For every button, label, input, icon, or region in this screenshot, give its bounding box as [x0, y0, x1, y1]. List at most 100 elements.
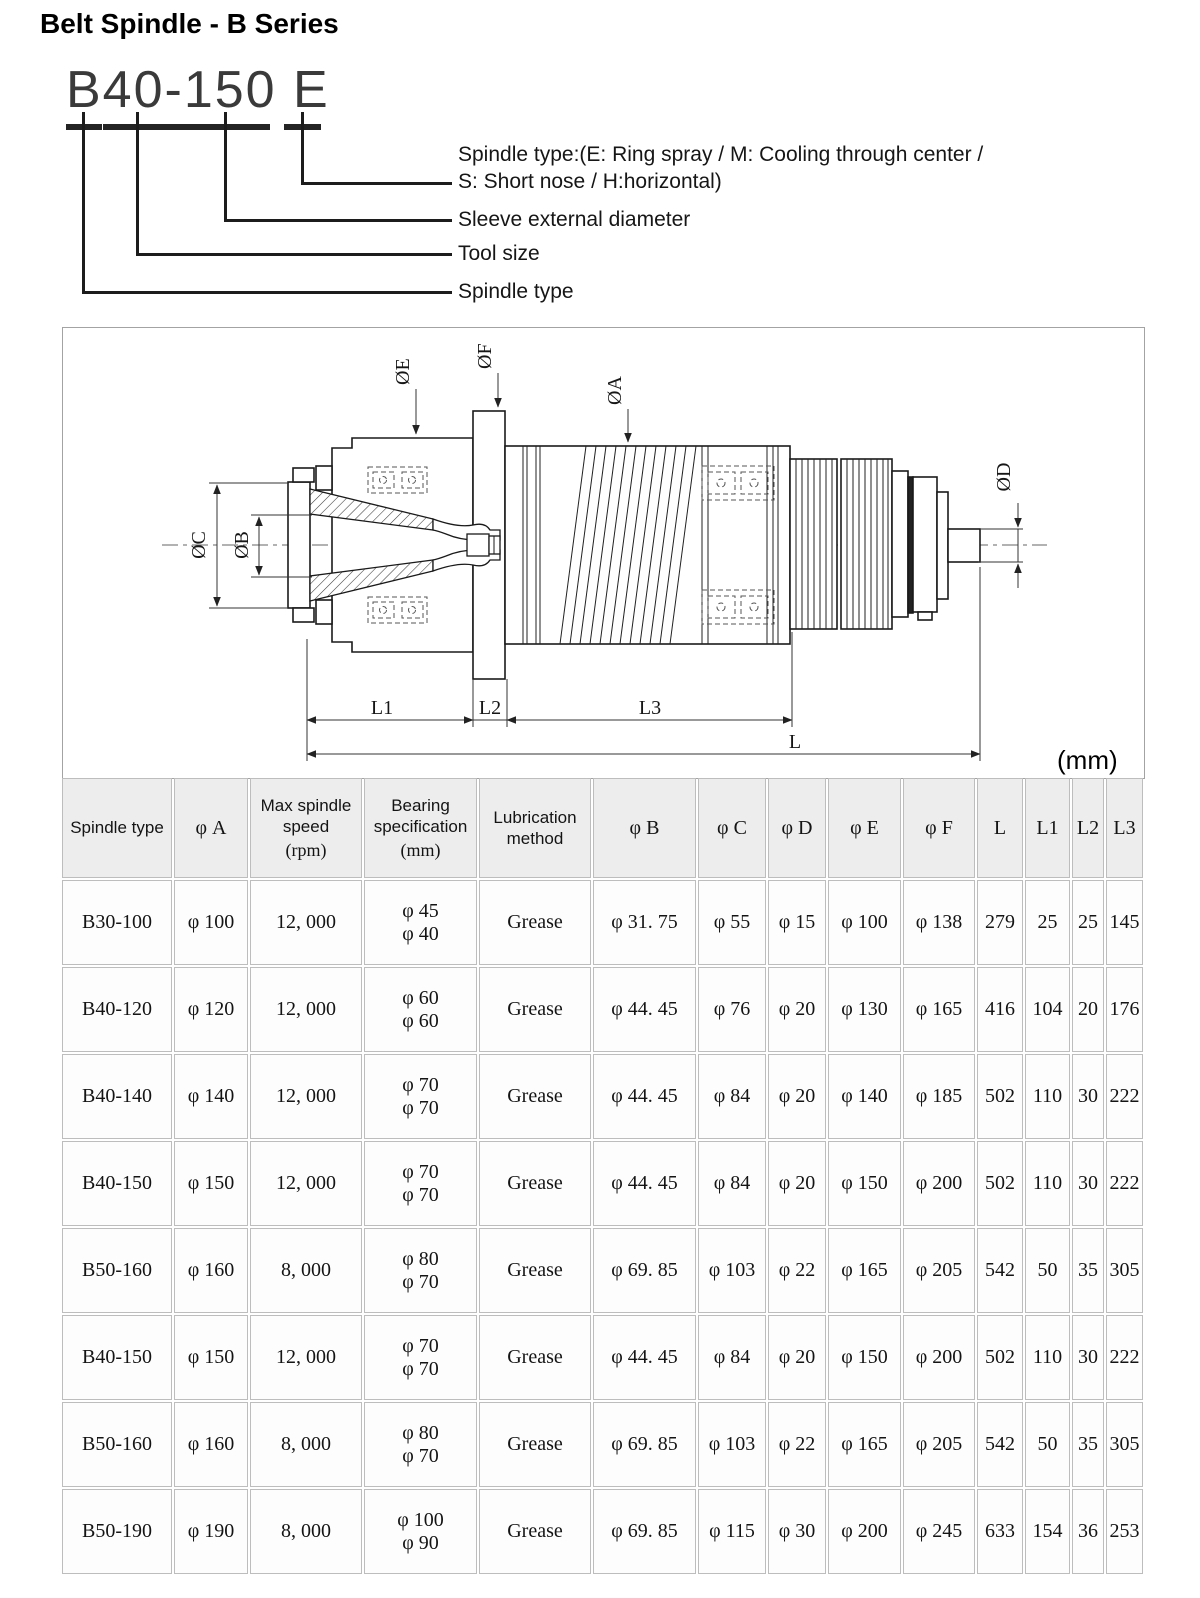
- callout-sleeve-diameter: Sleeve external diameter: [458, 208, 691, 231]
- cell-L: 502: [977, 1141, 1023, 1226]
- cell-phiA: φ 190: [174, 1489, 248, 1574]
- cell-phiC: φ 103: [698, 1402, 766, 1487]
- dim-label-phiB: ØB: [231, 531, 253, 559]
- dim-label-phiC: ØC: [188, 531, 210, 559]
- cell-L3: 222: [1106, 1315, 1143, 1400]
- cell-speed: 12, 000: [250, 880, 362, 965]
- cell-L2: 25: [1072, 880, 1104, 965]
- cell-phiF: φ 185: [903, 1054, 975, 1139]
- cell-L2: 30: [1072, 1141, 1104, 1226]
- cell-L3: 222: [1106, 1141, 1143, 1226]
- cell-phiB: φ 69. 85: [593, 1228, 696, 1313]
- cell-lube: Grease: [479, 1315, 591, 1400]
- underline-tool-size: [103, 124, 181, 130]
- col-header-spindle-type: Spindle type: [62, 778, 172, 878]
- dim-label-L2: L2: [479, 697, 501, 719]
- cell-phiB: φ 44. 45: [593, 967, 696, 1052]
- cell-model: B40-150: [62, 1141, 172, 1226]
- cell-phiC: φ 84: [698, 1315, 766, 1400]
- callout-tool-size: Tool size: [458, 242, 540, 265]
- model-code: B40-150 E: [66, 61, 330, 119]
- leader-hline-tool-size: [136, 253, 452, 256]
- cell-phiB: φ 44. 45: [593, 1141, 696, 1226]
- col-header-L3: L3: [1106, 778, 1143, 878]
- col-header-bearing: Bearing specification (mm): [364, 778, 477, 878]
- cell-phiB: φ 44. 45: [593, 1315, 696, 1400]
- cell-phiB: φ 69. 85: [593, 1489, 696, 1574]
- collet-claw: [432, 518, 501, 572]
- cell-lube: Grease: [479, 880, 591, 965]
- cell-phiA: φ 120: [174, 967, 248, 1052]
- callout-line: S: Short nose / H:horizontal): [458, 170, 722, 193]
- cell-phiB: φ 31. 75: [593, 880, 696, 965]
- cell-L1: 50: [1025, 1228, 1070, 1313]
- cell-lube: Grease: [479, 1489, 591, 1574]
- cell-phiD: φ 20: [768, 1054, 826, 1139]
- cell-L1: 110: [1025, 1141, 1070, 1226]
- col-header-L1: L1: [1025, 778, 1070, 878]
- spindle-body-outline: [287, 410, 981, 680]
- cell-L2: 30: [1072, 1315, 1104, 1400]
- cell-L2: 20: [1072, 967, 1104, 1052]
- dim-label-L3: L3: [639, 697, 661, 719]
- cell-phiD: φ 15: [768, 880, 826, 965]
- cell-phiF: φ 205: [903, 1402, 975, 1487]
- callout-spindle-type-suffix: Spindle type:(E: Ring spray / M: Cooling…: [458, 141, 983, 195]
- shaft: [947, 528, 981, 563]
- callout-line: Spindle type:(E: Ring spray / M: Cooling…: [458, 143, 984, 166]
- cell-phiC: φ 103: [698, 1228, 766, 1313]
- cell-phiF: φ 200: [903, 1141, 975, 1226]
- cell-model: B50-190: [62, 1489, 172, 1574]
- col-header-sub: (mm): [400, 840, 441, 860]
- cell-phiD: φ 22: [768, 1228, 826, 1313]
- cell-L1: 50: [1025, 1402, 1070, 1487]
- cell-phiC: φ 84: [698, 1054, 766, 1139]
- page-title: Belt Spindle - B Series: [40, 8, 339, 39]
- cell-phiB: φ 44. 45: [593, 1054, 696, 1139]
- cell-model: B40-150: [62, 1315, 172, 1400]
- cell-lube: Grease: [479, 1141, 591, 1226]
- dim-label-phiD: ØD: [993, 463, 1015, 492]
- cell-model: B40-140: [62, 1054, 172, 1139]
- cell-model: B50-160: [62, 1228, 172, 1313]
- cell-lube: Grease: [479, 1054, 591, 1139]
- cell-L: 502: [977, 1054, 1023, 1139]
- body-details: [522, 445, 889, 645]
- cell-phiC: φ 55: [698, 880, 766, 965]
- cell-speed: 12, 000: [250, 1315, 362, 1400]
- cell-phiC: φ 76: [698, 967, 766, 1052]
- cell-L: 542: [977, 1402, 1023, 1487]
- col-header-L: L: [977, 778, 1023, 878]
- cell-phiA: φ 100: [174, 880, 248, 965]
- dim-label-phiA: ØA: [604, 376, 626, 405]
- cell-L3: 305: [1106, 1228, 1143, 1313]
- dimension-lines: [209, 373, 1023, 761]
- cell-phiF: φ 245: [903, 1489, 975, 1574]
- col-header-L2: L2: [1072, 778, 1104, 878]
- cell-L2: 35: [1072, 1402, 1104, 1487]
- cell-speed: 8, 000: [250, 1489, 362, 1574]
- col-header-phiF: φ F: [903, 778, 975, 878]
- leader-hline-type-suffix: [301, 182, 452, 185]
- cell-phiF: φ 205: [903, 1228, 975, 1313]
- cell-model: B50-160: [62, 1402, 172, 1487]
- dim-label-L1: L1: [371, 697, 393, 719]
- dim-label-phiE: ØE: [392, 358, 414, 385]
- leader-vline-sleeve-diameter: [224, 112, 227, 222]
- cell-phiE: φ 150: [828, 1141, 901, 1226]
- cell-L3: 253: [1106, 1489, 1143, 1574]
- leader-vline-type-suffix: [301, 112, 304, 185]
- cell-phiE: φ 100: [828, 880, 901, 965]
- col-header-lubrication: Lubrication method: [479, 778, 591, 878]
- cell-speed: 12, 000: [250, 967, 362, 1052]
- dim-label-phiF: ØF: [474, 343, 496, 369]
- col-header-label: Bearing specification: [373, 795, 468, 836]
